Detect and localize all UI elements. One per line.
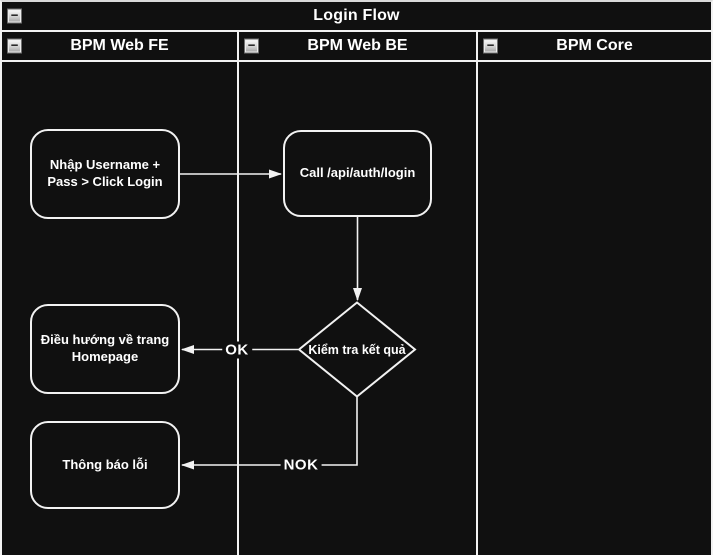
- node-error-message[interactable]: Thông báo lỗi: [30, 421, 180, 509]
- lane-title: BPM Web BE: [307, 37, 408, 54]
- lane-separator: [237, 62, 239, 555]
- edge-label-ok: OK: [222, 341, 252, 359]
- decision-label: Kiểm tra kết quả: [308, 342, 406, 357]
- flow-edges-layer: [180, 169, 417, 470]
- decision-diamond-shape[interactable]: [297, 301, 417, 398]
- node-enter-credentials[interactable]: Nhập Username + Pass > Click Login: [30, 129, 180, 219]
- lane-header-bpm-core[interactable]: − BPM Core: [478, 32, 711, 60]
- lane-title: BPM Core: [556, 37, 633, 54]
- edge-check-nok-to-error[interactable]: [181, 397, 358, 470]
- edge-label-nok: NOK: [280, 456, 322, 474]
- node-navigate-homepage[interactable]: Điều hướng về trang Homepage: [30, 304, 180, 394]
- lane-title: BPM Web FE: [70, 37, 169, 54]
- lane-body: Nhập Username + Pass > Click Login Call …: [2, 62, 711, 555]
- lane-header-row: − BPM Web FE − BPM Web BE − BPM Core: [2, 32, 711, 62]
- node-check-result[interactable]: Kiểm tra kết quả: [298, 302, 416, 397]
- pool-title-bar: − Login Flow: [2, 2, 711, 32]
- lane-separator: [476, 62, 478, 555]
- collapse-lane-fe-icon[interactable]: −: [7, 38, 22, 54]
- collapse-lane-be-icon[interactable]: −: [244, 38, 259, 54]
- collapse-pool-icon[interactable]: −: [7, 8, 22, 24]
- pool-title: Login Flow: [313, 7, 400, 24]
- node-call-login-api[interactable]: Call /api/auth/login: [283, 130, 432, 217]
- lane-header-bpm-web-be[interactable]: − BPM Web BE: [239, 32, 478, 60]
- collapse-lane-core-icon[interactable]: −: [483, 38, 498, 54]
- lane-header-bpm-web-fe[interactable]: − BPM Web FE: [2, 32, 239, 60]
